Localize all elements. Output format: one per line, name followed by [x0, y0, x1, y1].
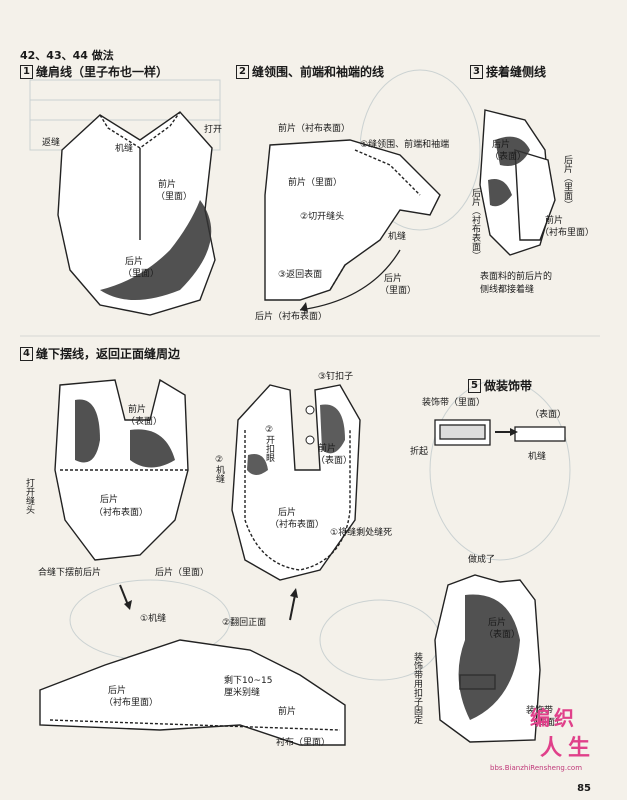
fig6-label-biaomian-2: （表面） — [528, 718, 565, 728]
fig1-label-dakai: 打开 — [204, 125, 223, 135]
fig6-label-vertical: 装饰带用扣子固定 — [412, 652, 422, 724]
fig4a-label-qianpian: 前片 — [128, 405, 147, 415]
fig4b-label-jifeng: ②机缝 — [214, 455, 224, 483]
fig4c-label-fanhui: ②翻回正面 — [222, 618, 267, 628]
step-1-heading: 1 缝肩线（里子布也一样） — [20, 63, 168, 80]
watermark-logo-line-2: 人生 — [540, 736, 597, 761]
fig4c-label-houpian: 后片 — [108, 686, 127, 696]
watermark-logo-line-1: 编织 — [530, 706, 578, 730]
fig4b-label-dingkou: ③钉扣子 — [318, 372, 354, 382]
fig2-label-jifeng: 机缝 — [388, 232, 407, 242]
fig2-label-qianpian-chenbu: 前片（衬布表面） — [278, 124, 351, 134]
fig4c-label-chenbu-li: 衬布（里面） — [276, 738, 331, 748]
step-3-text: 接着缝侧线 — [486, 65, 547, 79]
fig1-label-jifeng: 机缝 — [115, 144, 134, 154]
fig2-label-houpian-li: 后片 — [384, 274, 403, 284]
fig2-note-3: ③返回表面 — [278, 270, 323, 280]
fig3-label-houpian: 后片 — [492, 140, 511, 150]
fig6-label-zhuangshidai: 装饰带 — [526, 706, 554, 716]
fig4c-label-chenli: （衬布里面） — [104, 698, 159, 708]
fig3-label-biaomian: （表面） — [490, 152, 527, 162]
page-title: 42、43、44 做法 — [20, 49, 114, 62]
fig4a-label-dakai: 打开缝头 — [24, 478, 34, 514]
fig4b-label-houpian: 后片 — [278, 508, 297, 518]
fig4c-label-shengxia-1: 剩下10~15 — [224, 676, 273, 686]
fig1-label-fanfeng: 返缝 — [42, 138, 61, 148]
fig4a-label-heaf: 合缝下摆前后片 — [38, 568, 102, 578]
fig5-label-jifeng: 机缝 — [528, 452, 547, 462]
fig4a-label-chenbu: （衬布表面） — [94, 508, 149, 518]
fig4a-label-biaomian: （表面） — [126, 417, 163, 427]
fig3-note-1: 表面料的前后片的 — [480, 272, 553, 282]
fig2-note-1: ①缝领围、前端和袖端 — [360, 140, 450, 150]
fig3-label-qianpian: 前片 — [545, 216, 564, 226]
step-5-number: 5 — [468, 378, 481, 393]
step-3-heading: 3 接着缝侧线 — [470, 63, 546, 80]
fig2-label-houpian-chen: 后片（衬布表面） — [255, 312, 328, 322]
fig3-label-chenbu-li: （衬布里面） — [540, 228, 595, 238]
fig3-label-houpian-li: 后片（里面） — [562, 155, 572, 209]
fig4b-label-chenbu: （衬布表面） — [270, 520, 325, 530]
fig4c-label-shengxia-2: 厘米别缝 — [224, 688, 261, 698]
fig6-label-zuochengle: 做成了 — [468, 555, 496, 565]
fig4b-label-qianpian: 前片 — [318, 444, 337, 454]
fig5-label-zhuangshi: 装饰带（里面） — [422, 398, 486, 408]
fig1-label-qianpian: 前片 — [158, 180, 177, 190]
watermark-url: bbs.BianzhiRensheng.com — [490, 764, 583, 772]
fig1-label-houpian: 后片 — [125, 257, 144, 267]
fig4a-label-houpian-li: 后片（里面） — [155, 568, 210, 578]
fig3-label-houpian-chen: 后片（衬布表面） — [470, 188, 480, 260]
step-4-number: 4 — [20, 346, 33, 361]
fig1-label-limian2: （里面） — [123, 269, 160, 279]
fig4c-label-jifeng: ①机缝 — [140, 614, 167, 624]
fig1-shading — [100, 200, 212, 300]
fig6-label-houpian: 后片 — [488, 618, 507, 628]
fig4b-note: ①将缝剩处缝死 — [330, 528, 393, 538]
fig4b-label-kaikou: ②开扣眼 — [264, 425, 274, 462]
fig4a-label-houpian: 后片 — [100, 495, 119, 505]
fig2-note-2: ②切开缝头 — [300, 212, 345, 222]
fig2-label-qianpian-li: 前片（里面） — [288, 178, 343, 188]
step-4-text: 缝下摆线，返回正面缝周边 — [36, 347, 181, 361]
step-2-text: 缝领围、前端和袖端的线 — [252, 65, 385, 79]
step-1-text: 缝肩线（里子布也一样） — [36, 65, 169, 79]
step-2-heading: 2 缝领围、前端和袖端的线 — [236, 63, 384, 80]
fig5-label-biaomian: （表面） — [530, 410, 567, 420]
fig4b-label-biaomian: （表面） — [316, 456, 353, 466]
step-5-heading: 5 做装饰带 — [468, 377, 532, 394]
fig3-note-2: 侧线都接着缝 — [480, 285, 535, 295]
fig4c-label-qianpian: 前片 — [278, 707, 297, 717]
page-number: 85 — [577, 783, 591, 794]
fig5-label-zheqi: 折起 — [410, 447, 429, 457]
fig6-label-biaomian: （表面） — [484, 630, 521, 640]
step-5-text: 做装饰带 — [484, 379, 533, 393]
step-1-number: 1 — [20, 64, 33, 79]
step-2-number: 2 — [236, 64, 249, 79]
fig1-label-limian: （里面） — [156, 192, 193, 202]
step-3-number: 3 — [470, 64, 483, 79]
step-4-heading: 4 缝下摆线，返回正面缝周边 — [20, 345, 180, 362]
fig2-label-houpian-li2: （里面） — [380, 286, 417, 296]
